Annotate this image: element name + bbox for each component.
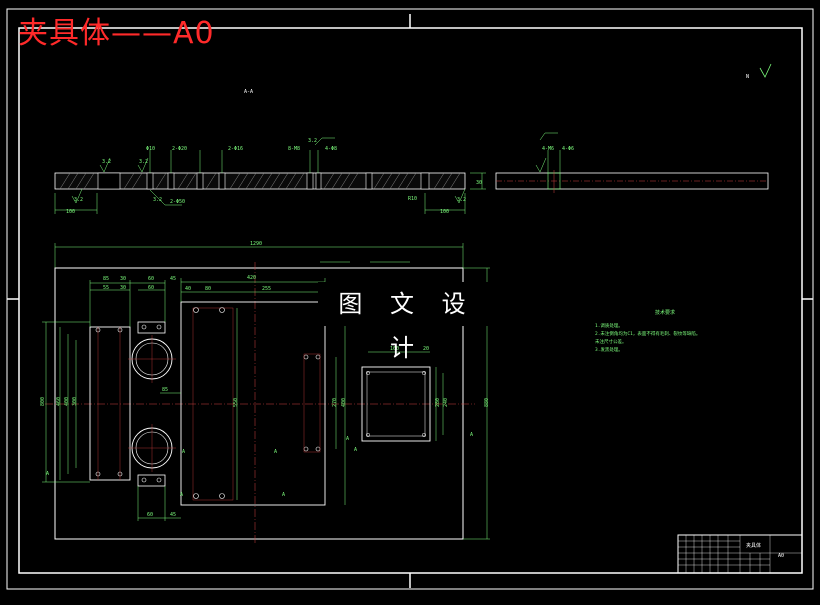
plan-right-6: 880: [484, 398, 490, 407]
note-line-3: 3.发黑处理。: [595, 346, 623, 353]
plan-left-0: 800: [40, 397, 46, 406]
dim-hole-3: 8-M8: [288, 146, 300, 152]
marker-a-2: A: [180, 492, 183, 498]
plan-top-5: 30: [120, 285, 126, 291]
plan-left-2: 400: [64, 397, 70, 406]
roughness-mark: N: [746, 74, 749, 80]
roughness-1: 3.2: [139, 159, 148, 165]
technical-notes: 技术要求 1.调质处理。 2.未注倒角均为C1，表面不得有毛刺、裂纹等缺陷。 未…: [595, 309, 700, 353]
roughness-5: 3.2: [308, 138, 317, 144]
plan-top-8: 40: [185, 286, 191, 292]
roughness-symbol: [759, 63, 772, 78]
title-block-code: A0: [778, 553, 784, 559]
dim-left-block: 100: [66, 209, 75, 215]
roughness-3: 3.2: [457, 197, 466, 203]
marker-a-3: A: [274, 449, 277, 455]
roughness-0: 3.2: [102, 159, 111, 165]
plan-right-4: 280: [435, 398, 441, 407]
roughness-4: 3.2: [153, 197, 162, 203]
plan-mid-0: 85: [162, 387, 168, 393]
plan-top-0: 85: [103, 276, 109, 282]
dim-hole-2: 2-Φ16: [228, 146, 243, 152]
plan-right-5: 240: [443, 398, 449, 407]
notes-heading: 技术要求: [655, 309, 675, 316]
plan-top-4: 55: [103, 285, 109, 291]
section-view: 100 100 R10 30 Φ10 2-Φ20 2-Φ16 8-M8 4-Φ8…: [54, 137, 486, 215]
dim-hole-0: Φ10: [146, 146, 155, 152]
plan-left-1: 460: [56, 397, 62, 406]
plan-bottom-1: 45: [170, 512, 176, 518]
side-dim-0: 4-M6: [542, 146, 554, 152]
marker-a-5: A: [346, 436, 349, 442]
side-dim-1: 4-Φ6: [562, 146, 574, 152]
dim-bottom-hole: 2-Φ50: [170, 199, 185, 205]
plan-top-1: 30: [120, 276, 126, 282]
plan-top-7: 420: [247, 275, 256, 281]
note-line-0: 1.调质处理。: [595, 322, 623, 329]
plan-mid-1: 550: [233, 398, 239, 407]
plan-top-3: 45: [170, 276, 176, 282]
section-label: A-A: [244, 89, 253, 95]
plan-left-3: 300: [72, 397, 78, 406]
dim-radius: R10: [408, 196, 417, 202]
title-block: 夹具体 A0: [677, 534, 803, 574]
dim-overall-width: 1290: [250, 241, 262, 247]
marker-a-7: A: [470, 432, 473, 438]
marker-a-6: A: [354, 447, 357, 453]
plan-top-2: 60: [148, 276, 154, 282]
plan-right-1: 400: [341, 398, 347, 407]
dim-hole-4: 4-Φ8: [325, 146, 337, 152]
note-line-1: 2.未注倒角均为C1，表面不得有毛刺、裂纹等缺陷。: [595, 330, 700, 337]
marker-a-0: A: [46, 471, 49, 477]
title-block-name: 夹具体: [746, 542, 761, 549]
plan-right-0: 270: [332, 398, 338, 407]
side-view: 4-M6 4-Φ6: [495, 132, 769, 193]
plan-right-2: 160: [390, 346, 399, 352]
drawing-title: 夹具体——A0: [18, 16, 215, 51]
plan-top-10: 255: [262, 286, 271, 292]
plan-top-6: 60: [148, 285, 154, 291]
dim-hole-1: 2-Φ20: [172, 146, 187, 152]
plan-bottom-0: 60: [147, 512, 153, 518]
dim-height: 30: [476, 180, 482, 186]
note-line-2: 未注尺寸公差。: [595, 338, 627, 345]
marker-a-1: A: [182, 449, 185, 455]
roughness-2: 3.2: [74, 197, 83, 203]
marker-a-4: A: [282, 492, 285, 498]
plan-top-9: 80: [205, 286, 211, 292]
dim-right-block: 100: [440, 209, 449, 215]
plan-right-3: 20: [423, 346, 429, 352]
watermark-text: 图 文 设 计: [318, 282, 496, 362]
